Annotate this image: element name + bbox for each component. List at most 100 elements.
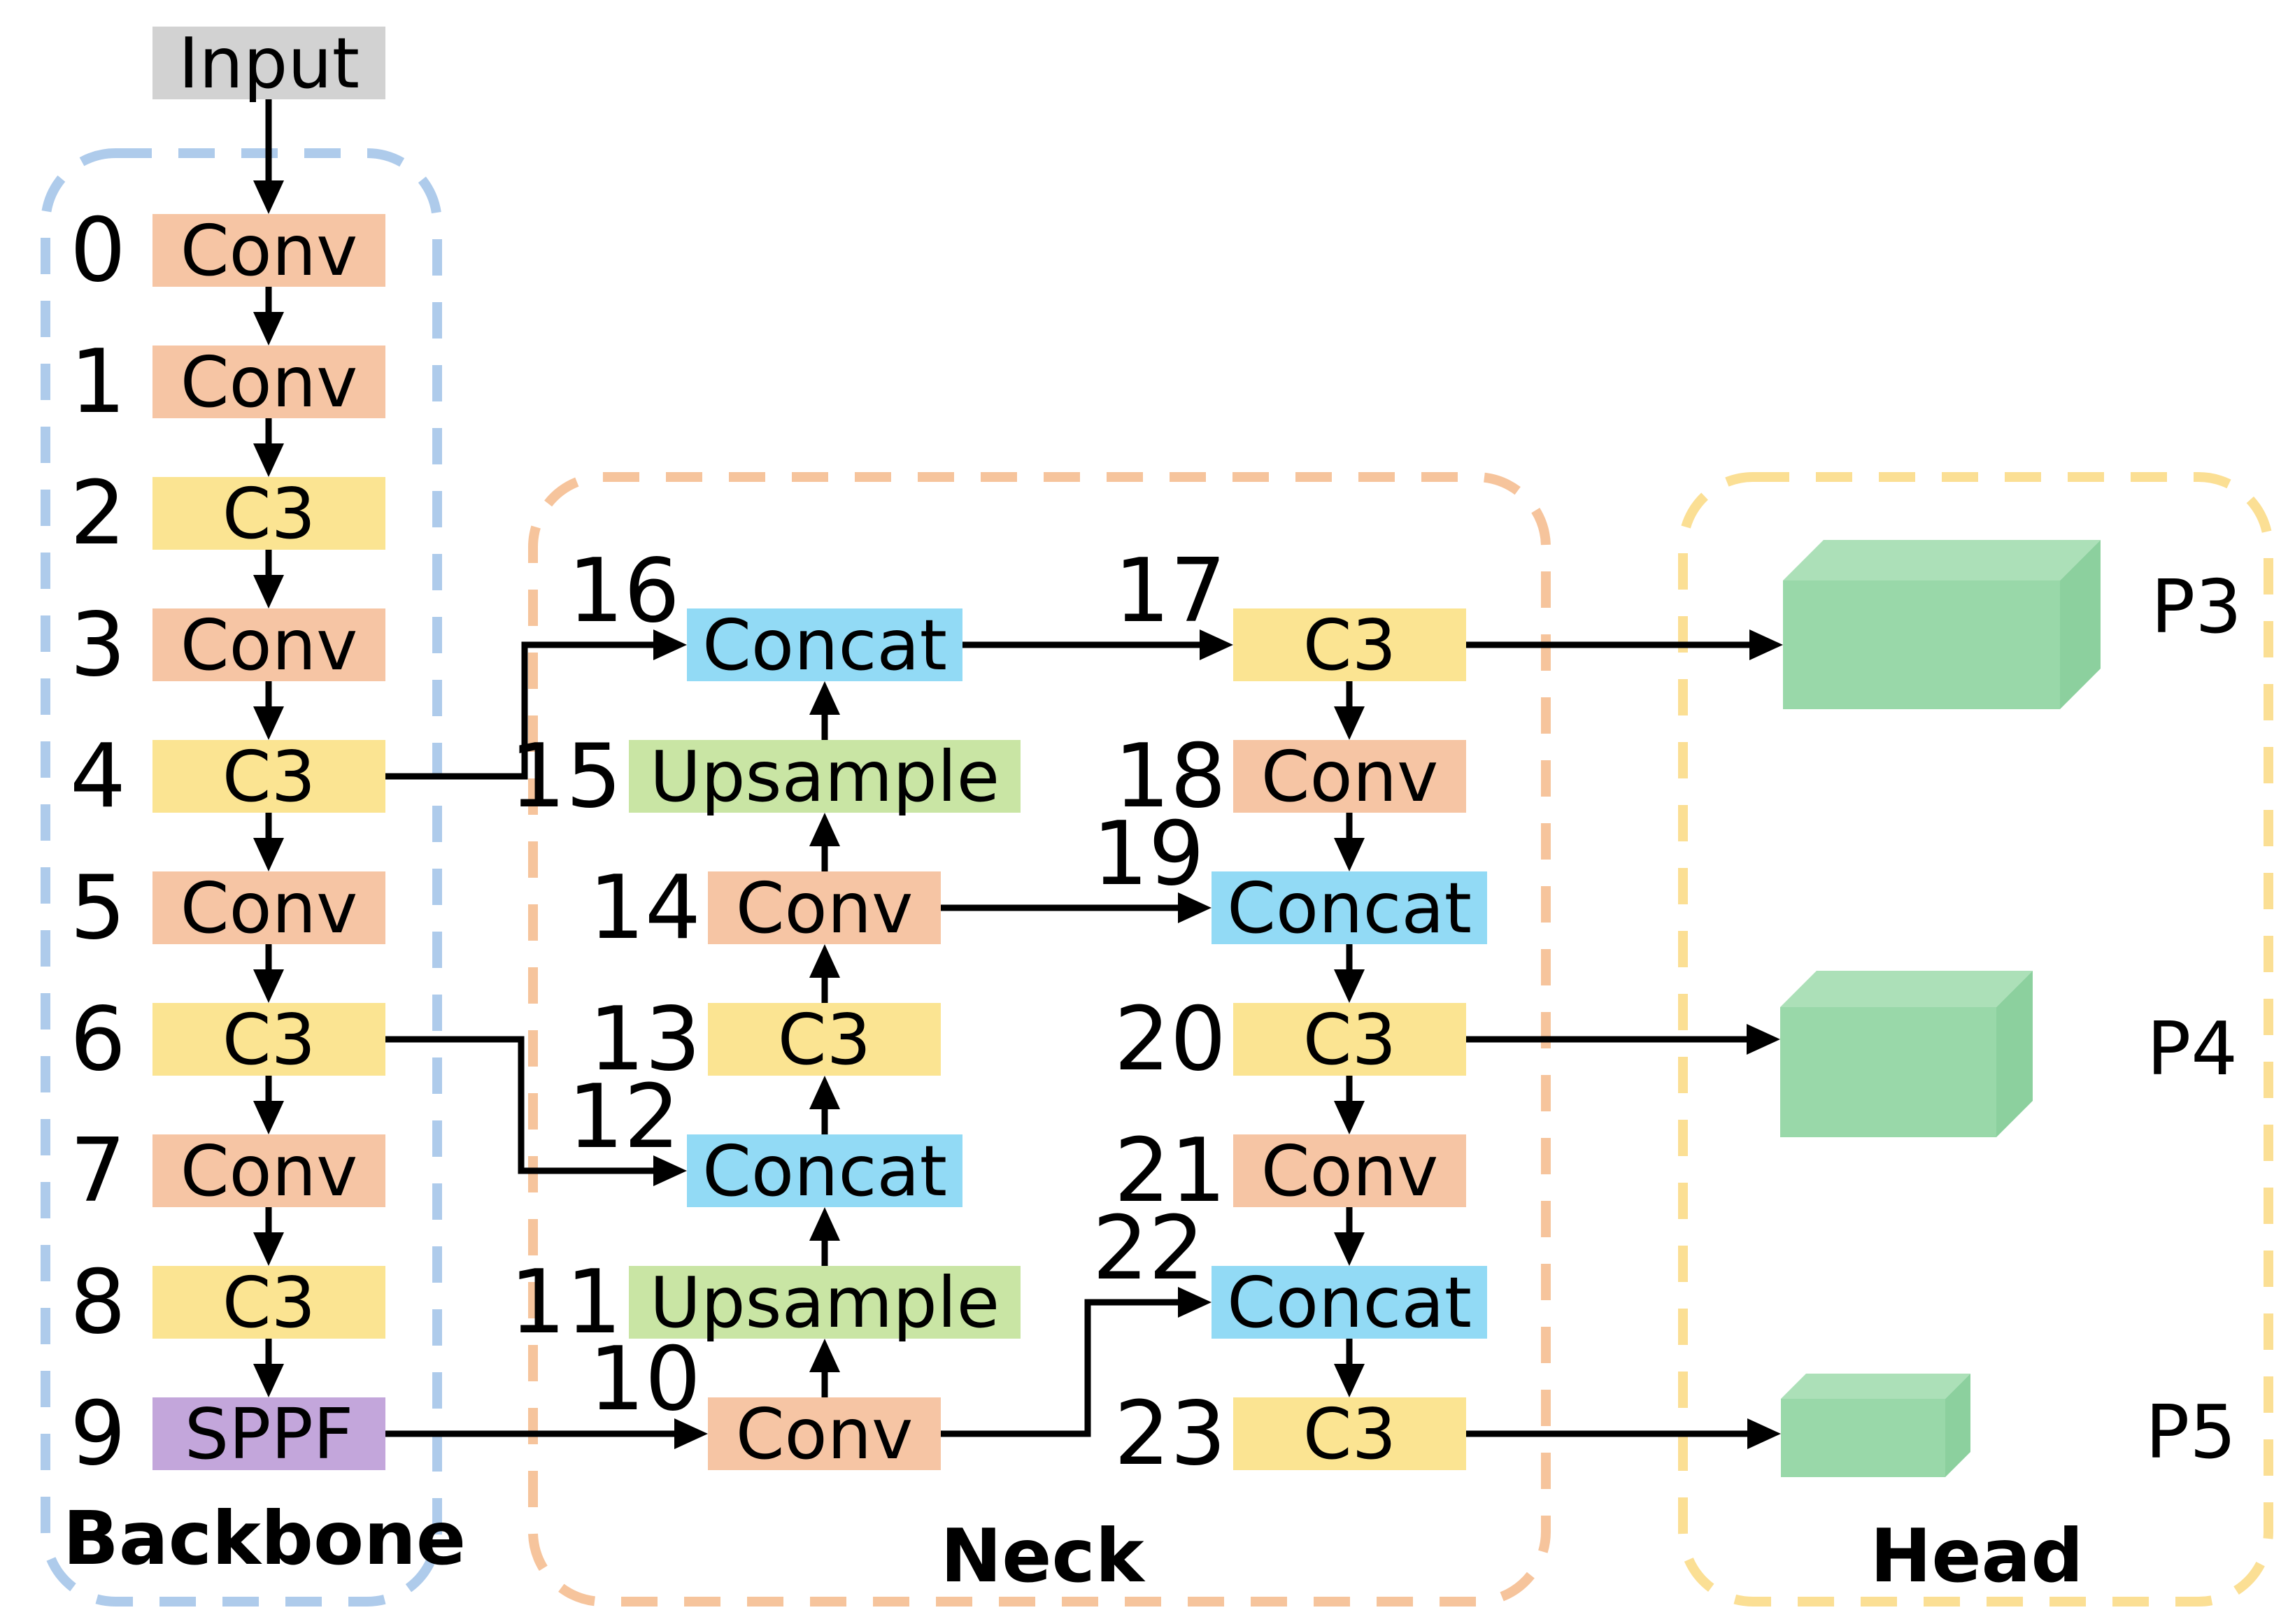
section-head-border bbox=[1678, 472, 2273, 1607]
cuboid-P4-top-face bbox=[1780, 971, 2033, 1007]
node-box-22: Concat bbox=[1212, 1262, 1487, 1344]
section-backbone-border bbox=[41, 148, 442, 1607]
node-number-8: 8 bbox=[69, 1251, 126, 1353]
arrowhead-18-to-19 bbox=[1334, 838, 1365, 871]
arrowhead-8-to-9 bbox=[253, 1364, 284, 1397]
arrowhead-10-to-11 bbox=[809, 1339, 840, 1372]
edge-3-to-4 bbox=[253, 681, 284, 740]
node-number-13: 13 bbox=[588, 988, 701, 1090]
edge-18-to-19 bbox=[1334, 813, 1365, 871]
node-number-18: 18 bbox=[1114, 725, 1226, 827]
arrowhead-16-to-17 bbox=[1200, 629, 1233, 660]
edge-6-to-12 bbox=[385, 1036, 687, 1186]
node-number-9: 9 bbox=[69, 1382, 126, 1485]
arrowhead-23-to-P5 bbox=[1747, 1418, 1781, 1449]
arrowhead-0-to-1 bbox=[253, 312, 284, 346]
node-box-9: SPPF bbox=[152, 1393, 385, 1475]
edge-17-to-18 bbox=[1334, 681, 1365, 740]
section-label-head: Head bbox=[1870, 1513, 2084, 1599]
arrowhead-input-to-0 bbox=[253, 180, 284, 214]
arrowhead-21-to-22 bbox=[1334, 1232, 1365, 1266]
node-number-2: 2 bbox=[69, 462, 126, 564]
node-box-10: Conv bbox=[708, 1393, 941, 1475]
node-number-11: 11 bbox=[509, 1251, 622, 1353]
arrowhead-10-to-22 bbox=[1178, 1287, 1212, 1318]
arrowhead-6-to-12 bbox=[653, 1155, 687, 1186]
output-label-P4: P4 bbox=[2146, 1006, 2238, 1092]
section-label-neck: Neck bbox=[940, 1513, 1144, 1599]
edge-14-to-19 bbox=[941, 892, 1212, 923]
edge-9-to-10 bbox=[385, 1418, 708, 1449]
node-box-17: C3 bbox=[1233, 604, 1466, 686]
arrowhead-19-to-20 bbox=[1334, 969, 1365, 1003]
arrowhead-22-to-23 bbox=[1334, 1364, 1365, 1397]
node-number-15: 15 bbox=[509, 725, 622, 827]
node-number-3: 3 bbox=[69, 593, 126, 696]
node-number-12: 12 bbox=[567, 1065, 680, 1168]
node-box-21: Conv bbox=[1233, 1130, 1466, 1212]
arrowhead-15-to-16 bbox=[809, 681, 840, 715]
node-number-16: 16 bbox=[567, 539, 680, 642]
node-number-1: 1 bbox=[69, 330, 126, 433]
edge-20-to-21 bbox=[1334, 1076, 1365, 1134]
cuboid-P3-side-face bbox=[2060, 540, 2101, 709]
node-box-13: C3 bbox=[708, 999, 941, 1081]
cuboid-P5-side-face bbox=[1945, 1374, 1970, 1477]
edge-10-to-22 bbox=[941, 1287, 1212, 1437]
node-box-7: Conv bbox=[152, 1130, 385, 1212]
node-box-15: Upsample bbox=[629, 736, 1021, 818]
node-number-19: 19 bbox=[1092, 802, 1205, 905]
cuboid-P4-side-face bbox=[1996, 971, 2033, 1137]
node-number-22: 22 bbox=[1092, 1197, 1205, 1299]
node-box-2: C3 bbox=[152, 473, 385, 555]
edge-15-to-16 bbox=[809, 681, 840, 740]
arrowhead-17-to-18 bbox=[1334, 706, 1365, 740]
edge-8-to-9 bbox=[253, 1339, 284, 1397]
arrowhead-6-to-7 bbox=[253, 1101, 284, 1134]
arrowhead-12-to-13 bbox=[809, 1076, 840, 1109]
arrowhead-3-to-4 bbox=[253, 706, 284, 740]
arrowhead-20-to-P4 bbox=[1747, 1024, 1780, 1055]
arrowhead-2-to-3 bbox=[253, 575, 284, 608]
node-box-0: Conv bbox=[152, 210, 385, 292]
edge-19-to-20 bbox=[1334, 944, 1365, 1003]
node-box-3: Conv bbox=[152, 604, 385, 686]
cuboid-P3-front-face bbox=[1783, 580, 2060, 709]
node-number-5: 5 bbox=[69, 856, 126, 959]
edge-0-to-1 bbox=[253, 287, 284, 346]
arrowhead-4-to-16 bbox=[653, 629, 687, 660]
node-box-8: C3 bbox=[152, 1262, 385, 1344]
arrowhead-13-to-14 bbox=[809, 944, 840, 978]
node-box-18: Conv bbox=[1233, 736, 1466, 818]
node-number-17: 17 bbox=[1114, 539, 1226, 642]
edge-16-to-17 bbox=[962, 629, 1233, 660]
arrowhead-11-to-12 bbox=[809, 1207, 840, 1241]
node-box-19: Concat bbox=[1212, 867, 1487, 949]
node-number-0: 0 bbox=[69, 199, 126, 301]
edge-6-to-7 bbox=[253, 1076, 284, 1134]
edge-10-to-11 bbox=[809, 1339, 840, 1397]
node-box-6: C3 bbox=[152, 999, 385, 1081]
node-box-5: Conv bbox=[152, 867, 385, 949]
node-number-10: 10 bbox=[588, 1327, 701, 1430]
node-box-1: Conv bbox=[152, 341, 385, 423]
node-box-14: Conv bbox=[708, 867, 941, 949]
arrowhead-14-to-15 bbox=[809, 813, 840, 846]
edge-21-to-22 bbox=[1334, 1207, 1365, 1266]
arrowhead-14-to-19 bbox=[1178, 892, 1212, 923]
node-box-12: Concat bbox=[687, 1130, 962, 1212]
node-box-20: C3 bbox=[1233, 999, 1466, 1081]
edge-4-to-16 bbox=[385, 629, 687, 780]
cuboid-P3 bbox=[1783, 540, 2101, 709]
edge-14-to-15 bbox=[809, 813, 840, 871]
section-label-backbone: Backbone bbox=[62, 1496, 467, 1581]
node-number-21: 21 bbox=[1114, 1119, 1226, 1222]
arrowhead-7-to-8 bbox=[253, 1232, 284, 1266]
node-box-11: Upsample bbox=[629, 1262, 1021, 1344]
edge-22-to-23 bbox=[1334, 1339, 1365, 1397]
edge-1-to-2 bbox=[253, 418, 284, 477]
node-number-23: 23 bbox=[1114, 1382, 1226, 1485]
edge-4-to-5 bbox=[253, 813, 284, 871]
